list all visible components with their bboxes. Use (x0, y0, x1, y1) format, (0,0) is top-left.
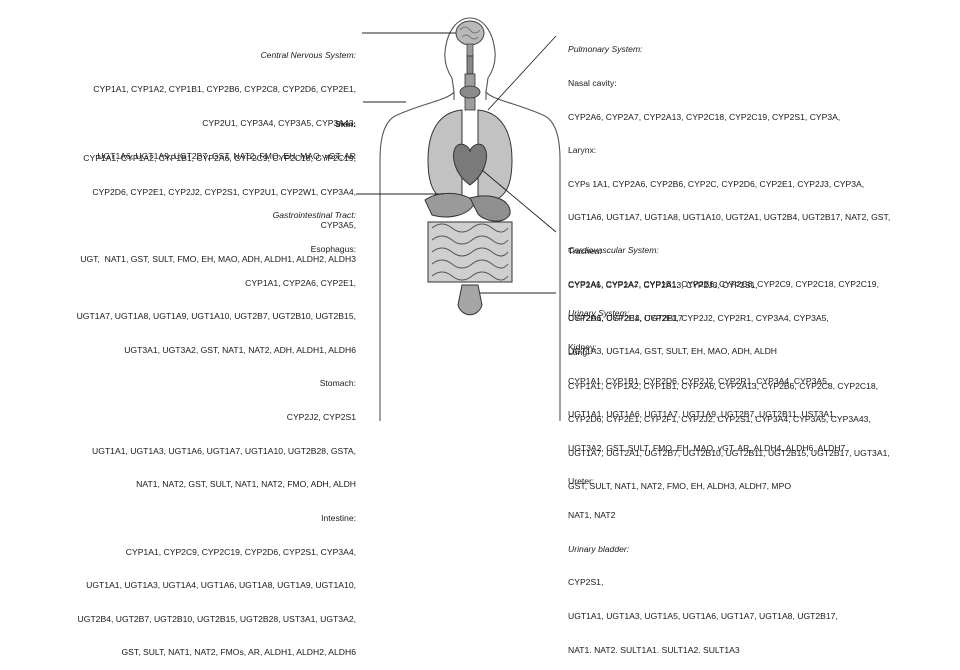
ureter-line: NAT1, NAT2 (568, 510, 845, 521)
gi-block: Gastrointestinal Tract: Esophagus: CYP1A… (77, 188, 356, 670)
gi-intestine-line: CYP1A1, CYP2C9, CYP2C19, CYP2D6, CYP2S1,… (77, 547, 356, 558)
gi-esophagus-line: UGT1A7, UGT1A8, UGT1A9, UGT1A10, UGT2B7,… (77, 311, 356, 322)
kidney-line: UGT1A1, UGT1A6, UGT1A7, UGT1A9, UGT2B7, … (568, 409, 845, 420)
intestine-organ (428, 222, 512, 282)
nasal-line: CYP2A6, CYP2A7, CYP2A13, CYP2C18, CYP2C1… (568, 112, 890, 123)
cardio-heading: Cardiovascular System: (568, 245, 879, 256)
gi-esophagus-line: CYP1A1, CYP2A6, CYP2E1, (77, 278, 356, 289)
gi-intestine-label: Intestine: (77, 513, 356, 524)
liver-organ (425, 193, 475, 216)
kidney-label: Kidney: (568, 342, 845, 353)
gi-stomach-line: CYP2J2, CYP2S1 (77, 412, 356, 423)
gi-intestine-line: UGT2B4, UGT2B7, UGT2B10, UGT2B15, UGT2B2… (77, 614, 356, 625)
cns-heading: Central Nervous System: (93, 50, 356, 61)
brain-organ (456, 21, 484, 74)
nasal-label: Nasal cavity: (568, 78, 890, 89)
leader-pulmonary (488, 36, 556, 110)
urinary-block: Urinary System: Kidney: CYP1A1, CYP1B1, … (568, 286, 845, 667)
gi-intestine-line: GST, SULT, NAT1, NAT2, FMOs, AR, ALDH1, … (77, 647, 356, 658)
gi-stomach-line: UGT1A1, UGT1A3, UGT1A6, UGT1A7, UGT1A10,… (77, 446, 356, 457)
bladder-label: Urinary bladder: (568, 544, 845, 555)
bladder-organ (458, 285, 482, 315)
ureter-label: Ureter: (568, 476, 845, 487)
gi-stomach-label: Stomach: (77, 378, 356, 389)
kidney-line: CYP1A1, CYP1B1, CYP2D6, CYP2J2, CYP2R1, … (568, 376, 845, 387)
cns-line: CYP1A1, CYP1A2, CYP1B1, CYP2B6, CYP2C8, … (93, 84, 356, 95)
bladder-line: NAT1. NAT2. SULT1A1. SULT1A2. SULT1A3 (568, 645, 845, 656)
skin-heading: Skin: (80, 119, 356, 130)
larynx-label: Larynx: (568, 145, 890, 156)
bladder-line: CYP2S1, (568, 577, 845, 588)
urinary-heading: Urinary System: (568, 308, 845, 319)
pulmonary-heading: Pulmonary System: (568, 44, 890, 55)
larynx-line: UGT1A6, UGT1A7, UGT1A8, UGT1A10, UGT2A1,… (568, 212, 890, 223)
gi-heading: Gastrointestinal Tract: (77, 210, 356, 221)
gi-intestine-line: UGT1A1, UGT1A3, UGT1A4, UGT1A6, UGT1A8, … (77, 580, 356, 591)
bladder-line: UGT1A1, UGT1A3, UGT1A5, UGT1A6, UGT1A7, … (568, 611, 845, 622)
skin-line: CYP1A1, CYP1A2, CYP1B1, CYP2A6, CYP2C9, … (80, 153, 356, 164)
gi-stomach-line: NAT1, NAT2, GST, SULT, NAT1, NAT2, FMO, … (77, 479, 356, 490)
stomach-organ (470, 196, 510, 221)
larynx-line: CYPs 1A1, CYP2A6, CYP2B6, CYP2C, CYP2D6,… (568, 179, 890, 190)
gi-esophagus-label: Esophagus: (77, 244, 356, 255)
gi-esophagus-line: UGT3A1, UGT3A2, GST, NAT1, NAT2, ADH, AL… (77, 345, 356, 356)
kidney-line: UGT3A2, GST, SULT, FMO, EH, MAO, γGT, AR… (568, 443, 845, 454)
